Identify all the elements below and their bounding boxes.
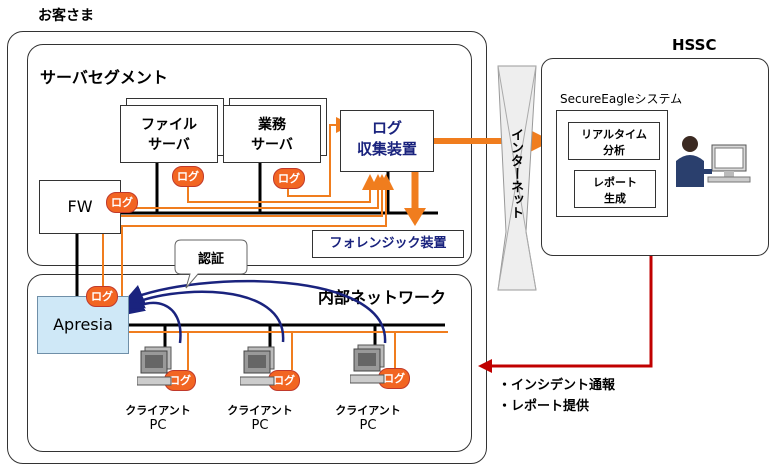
log-badge-file-server: ログ xyxy=(172,166,204,187)
log-collector-line1: ログ xyxy=(371,119,402,137)
firewall-label: FW xyxy=(67,197,93,216)
business-server-line2: サーバ xyxy=(251,137,293,153)
report-generation: レポート 生成 xyxy=(574,170,656,208)
pc-icon xyxy=(136,346,172,386)
business-server: 業務 サーバ xyxy=(223,105,321,163)
report-generation-line1: レポート xyxy=(593,176,637,189)
forensic-device-label: フォレンジック装置 xyxy=(329,236,447,251)
log-badge-fw: ログ xyxy=(106,192,138,213)
log-collector-line2: 収集装置 xyxy=(356,140,417,158)
log-badge-business-server: ログ xyxy=(273,168,305,189)
client-pc-1 xyxy=(136,345,177,391)
customer-site-title: お客さま xyxy=(38,8,94,24)
client-pc-2-label: クライアント PC xyxy=(220,402,300,433)
server-segment-title: サーバセグメント xyxy=(40,68,168,87)
internet-label: インターネット xyxy=(508,128,523,219)
file-server-line1: ファイル xyxy=(141,117,197,133)
secureeagle-system-label: SecureEagleシステム xyxy=(560,92,683,106)
business-server-line1: 業務 xyxy=(258,117,286,133)
file-server-line2: サーバ xyxy=(148,137,190,153)
apresia-switch: Apresia xyxy=(37,296,129,354)
realtime-analysis: リアルタイム 分析 xyxy=(568,122,660,160)
notice-incident: ・インシデント通報 xyxy=(498,378,616,393)
auth-callout-label: 認証 xyxy=(198,252,225,267)
client-pc-3-line1: クライアント xyxy=(335,404,401,417)
log-badge-apresia: ログ xyxy=(86,286,118,307)
notice-report: ・レポート提供 xyxy=(498,399,590,414)
pc-icon xyxy=(239,346,275,386)
client-pc-3-line2: PC xyxy=(359,418,377,433)
log-collector: ログ 収集装置 xyxy=(340,110,434,172)
hssc-title: HSSC xyxy=(672,36,717,54)
client-pc-2-line1: クライアント xyxy=(227,404,293,417)
client-pc-3-label: クライアント PC xyxy=(328,402,408,433)
pc-icon xyxy=(349,344,385,384)
client-pc-1-line1: クライアント xyxy=(125,404,191,417)
operator-illustration xyxy=(672,135,752,195)
realtime-analysis-line1: リアルタイム xyxy=(581,128,647,141)
file-server: ファイル サーバ xyxy=(120,105,218,163)
log-badge-client-1: ログ xyxy=(164,370,196,391)
forensic-device: フォレンジック装置 xyxy=(312,230,464,258)
realtime-analysis-line2: 分析 xyxy=(603,144,625,157)
client-pc-2-line2: PC xyxy=(251,418,269,433)
client-pc-2 xyxy=(239,345,280,391)
client-pc-3 xyxy=(349,343,390,389)
report-generation-line2: 生成 xyxy=(604,192,626,205)
operator-icon xyxy=(676,136,751,187)
client-pc-1-label: クライアント PC xyxy=(118,402,198,433)
client-pc-1-line2: PC xyxy=(149,418,167,433)
apresia-label: Apresia xyxy=(53,315,113,334)
internal-network-title: 内部ネットワーク xyxy=(318,288,447,307)
